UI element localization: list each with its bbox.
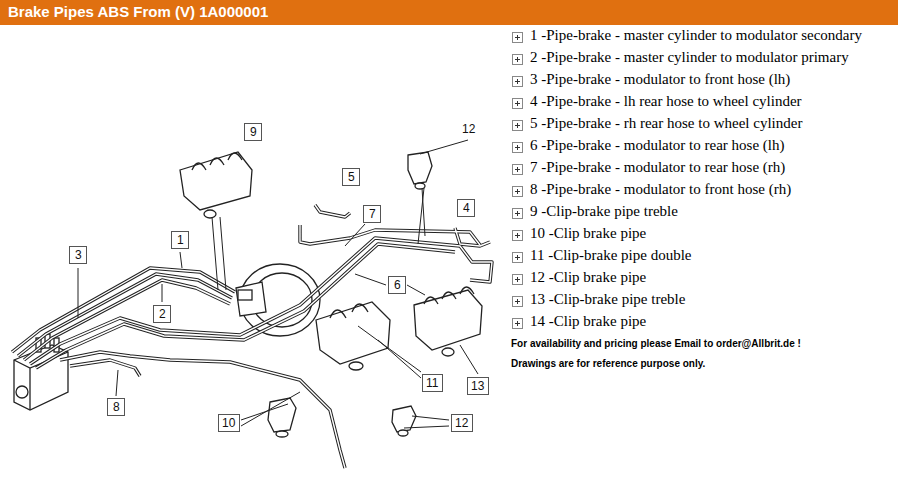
callout-number: 11 [426, 376, 438, 390]
parts-list-item: 7 -Pipe-brake - modulator to rear hose (… [530, 159, 785, 176]
callout-number: 5 [348, 170, 355, 184]
callout-box: 2 [153, 305, 171, 323]
expand-icon [513, 187, 523, 197]
parts-list-item: 14 -Clip brake pipe [530, 313, 646, 330]
parts-list-item: 2 -Pipe-brake - master cylinder to modul… [530, 49, 849, 66]
expand-icon [513, 77, 523, 87]
expand-icon [513, 231, 523, 241]
callout-box: 3 [69, 246, 87, 264]
expand-icon [513, 121, 523, 131]
callout-number: 6 [394, 278, 401, 292]
expand-icon [513, 33, 523, 43]
brake-pipes [12, 205, 492, 468]
callout-box: 1 [171, 231, 189, 249]
footer-note: For availability and pricing please Emai… [511, 338, 801, 349]
callout-box: 12 [451, 414, 473, 432]
expand-icon [513, 209, 523, 219]
parts-list-item: 5 -Pipe-brake - rh rear hose to wheel cy… [530, 115, 802, 132]
callout-box: 10 [218, 414, 240, 432]
expand-icon [513, 319, 523, 329]
callout-box: 6 [388, 276, 406, 294]
callout-number: 7 [369, 207, 376, 221]
callout-number: 13 [471, 379, 484, 393]
parts-list-item: 13 -Clip-brake pipe treble [530, 291, 685, 308]
parts-list-item: 1 -Pipe-brake - master cylinder to modul… [530, 27, 862, 44]
parts-list-item: 4 -Pipe-brake - lh rear hose to wheel cy… [530, 93, 802, 110]
callout-box: 13 [467, 377, 489, 395]
callout-number: 1 [177, 233, 184, 247]
expand-icon [513, 253, 523, 263]
pipe-clips [180, 152, 482, 437]
brake-pipes-inner [12, 205, 492, 468]
expand-icon [513, 165, 523, 175]
title-text: Brake Pipes ABS From (V) 1A000001 [8, 3, 268, 20]
expand-icons [513, 33, 523, 329]
callout-number: 9 [250, 125, 257, 139]
expand-icon [513, 297, 523, 307]
parts-list-item: 10 -Clip brake pipe [530, 225, 646, 242]
footer-note: Drawings are for reference purpose only. [511, 358, 705, 369]
expand-icon [513, 55, 523, 65]
callout-number: 2 [159, 307, 166, 321]
expand-icon [513, 99, 523, 109]
leader-lines [78, 140, 478, 428]
callout-box: 4 [457, 199, 475, 217]
callout-number: 3 [75, 248, 82, 262]
expand-icon [513, 275, 523, 285]
title-bar: Brake Pipes ABS From (V) 1A000001 [0, 0, 898, 25]
callout-number: 10 [222, 416, 235, 430]
callout-box: 7 [363, 205, 381, 223]
parts-list-item: 12 -Clip brake pipe [530, 269, 646, 286]
parts-list-item: 8 -Pipe-brake - modulator to front hose … [530, 181, 791, 198]
parts-list-item: 11 -Clip-brake pipe double [530, 247, 691, 264]
parts-list-item: 6 -Pipe-brake - modulator to rear hose (… [530, 137, 785, 154]
callout-box: 8 [107, 398, 125, 416]
expand-icon [513, 143, 523, 153]
callout-box: 9 [244, 123, 262, 141]
parts-list-item: 9 -Clip-brake pipe treble [530, 203, 678, 220]
callout-number: 12 [462, 122, 475, 136]
callout-box: 5 [342, 168, 360, 186]
callout-number: 12 [455, 416, 468, 430]
callout-number: 8 [113, 400, 120, 414]
parts-list-item: 3 -Pipe-brake - modulator to front hose … [530, 71, 790, 88]
callout-box: 11 [422, 374, 443, 392]
callout-number: 4 [463, 201, 470, 215]
